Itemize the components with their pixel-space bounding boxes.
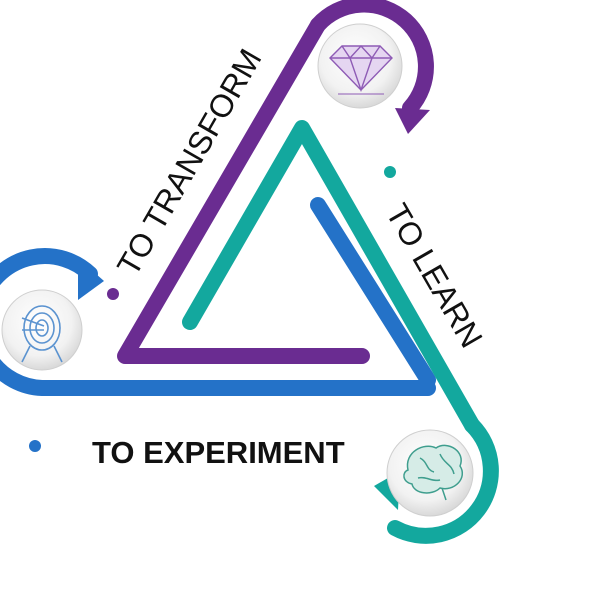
diamond-icon — [329, 44, 393, 95]
brain-icon — [403, 444, 463, 501]
bullet-dot-experiment — [29, 440, 41, 452]
blue-arrowhead — [78, 258, 104, 300]
target-badge — [1, 289, 83, 371]
label-to-experiment: TO EXPERIMENT — [92, 435, 345, 470]
bullet-dot-learn — [384, 166, 396, 178]
target-icon — [21, 305, 63, 363]
purple-path — [117, 0, 434, 364]
bullet-dot-transform — [107, 288, 119, 300]
purple-arrowhead — [395, 108, 430, 134]
blue-path — [0, 197, 436, 396]
brain-badge — [386, 429, 474, 517]
diamond-badge — [317, 23, 403, 109]
